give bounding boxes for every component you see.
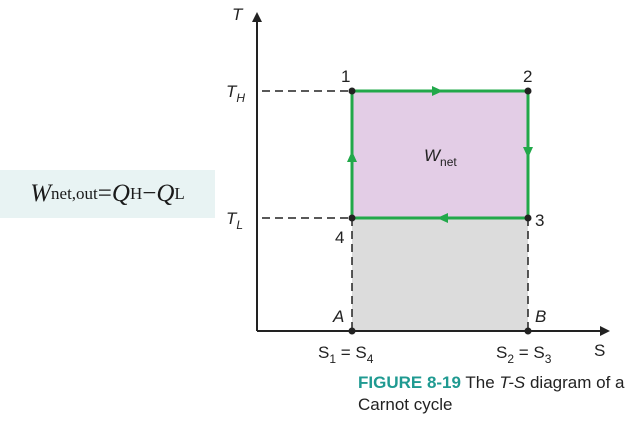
state-point-3 bbox=[524, 214, 532, 222]
equation-equals: = bbox=[97, 180, 112, 207]
state-point-2 bbox=[524, 87, 532, 95]
state-label-1: 1 bbox=[341, 67, 350, 86]
point-a-label: A bbox=[332, 307, 344, 326]
arrow-1-2 bbox=[432, 86, 443, 96]
state-label-4: 4 bbox=[335, 228, 344, 247]
state-label-3: 3 bbox=[535, 211, 544, 230]
equation-term2-sub: L bbox=[174, 184, 185, 203]
work-label: Wnet bbox=[424, 146, 457, 169]
caption-text-post: diagram of a Carnot cycle bbox=[358, 373, 625, 414]
point-b-label: B bbox=[535, 307, 546, 326]
equation-term2: Q bbox=[156, 180, 175, 207]
entropy-right-label: S2 = S3 bbox=[496, 343, 552, 366]
figure-number: FIGURE 8-19 bbox=[358, 373, 461, 392]
equation-term1-sub: H bbox=[129, 184, 143, 203]
work-region bbox=[352, 91, 528, 218]
x-axis-label: S bbox=[594, 341, 605, 360]
arrow-3-4 bbox=[437, 213, 448, 223]
state-point-4 bbox=[348, 214, 356, 222]
point-b bbox=[524, 327, 532, 335]
equation-minus: − bbox=[142, 180, 157, 207]
equation-term1: Q bbox=[111, 180, 130, 207]
equation-lhs-sub: net,out bbox=[51, 184, 98, 203]
arrow-2-3 bbox=[523, 147, 533, 158]
arrow-4-1 bbox=[347, 151, 357, 162]
caption-text-pre: The bbox=[460, 373, 500, 392]
y-axis-label: T bbox=[232, 5, 244, 24]
heat-rejected-region bbox=[352, 218, 528, 331]
tl-label: TL bbox=[226, 209, 243, 232]
entropy-left-label: S1 = S4 bbox=[318, 343, 374, 366]
point-a bbox=[348, 327, 356, 335]
figure-caption: FIGURE 8-19 The T-S diagram of a Carnot … bbox=[358, 372, 633, 416]
th-label: TH bbox=[226, 82, 245, 105]
caption-text-ital: T-S bbox=[499, 373, 526, 392]
equation-lhs: W bbox=[30, 180, 52, 207]
state-label-2: 2 bbox=[523, 67, 532, 86]
state-point-1 bbox=[348, 87, 356, 95]
